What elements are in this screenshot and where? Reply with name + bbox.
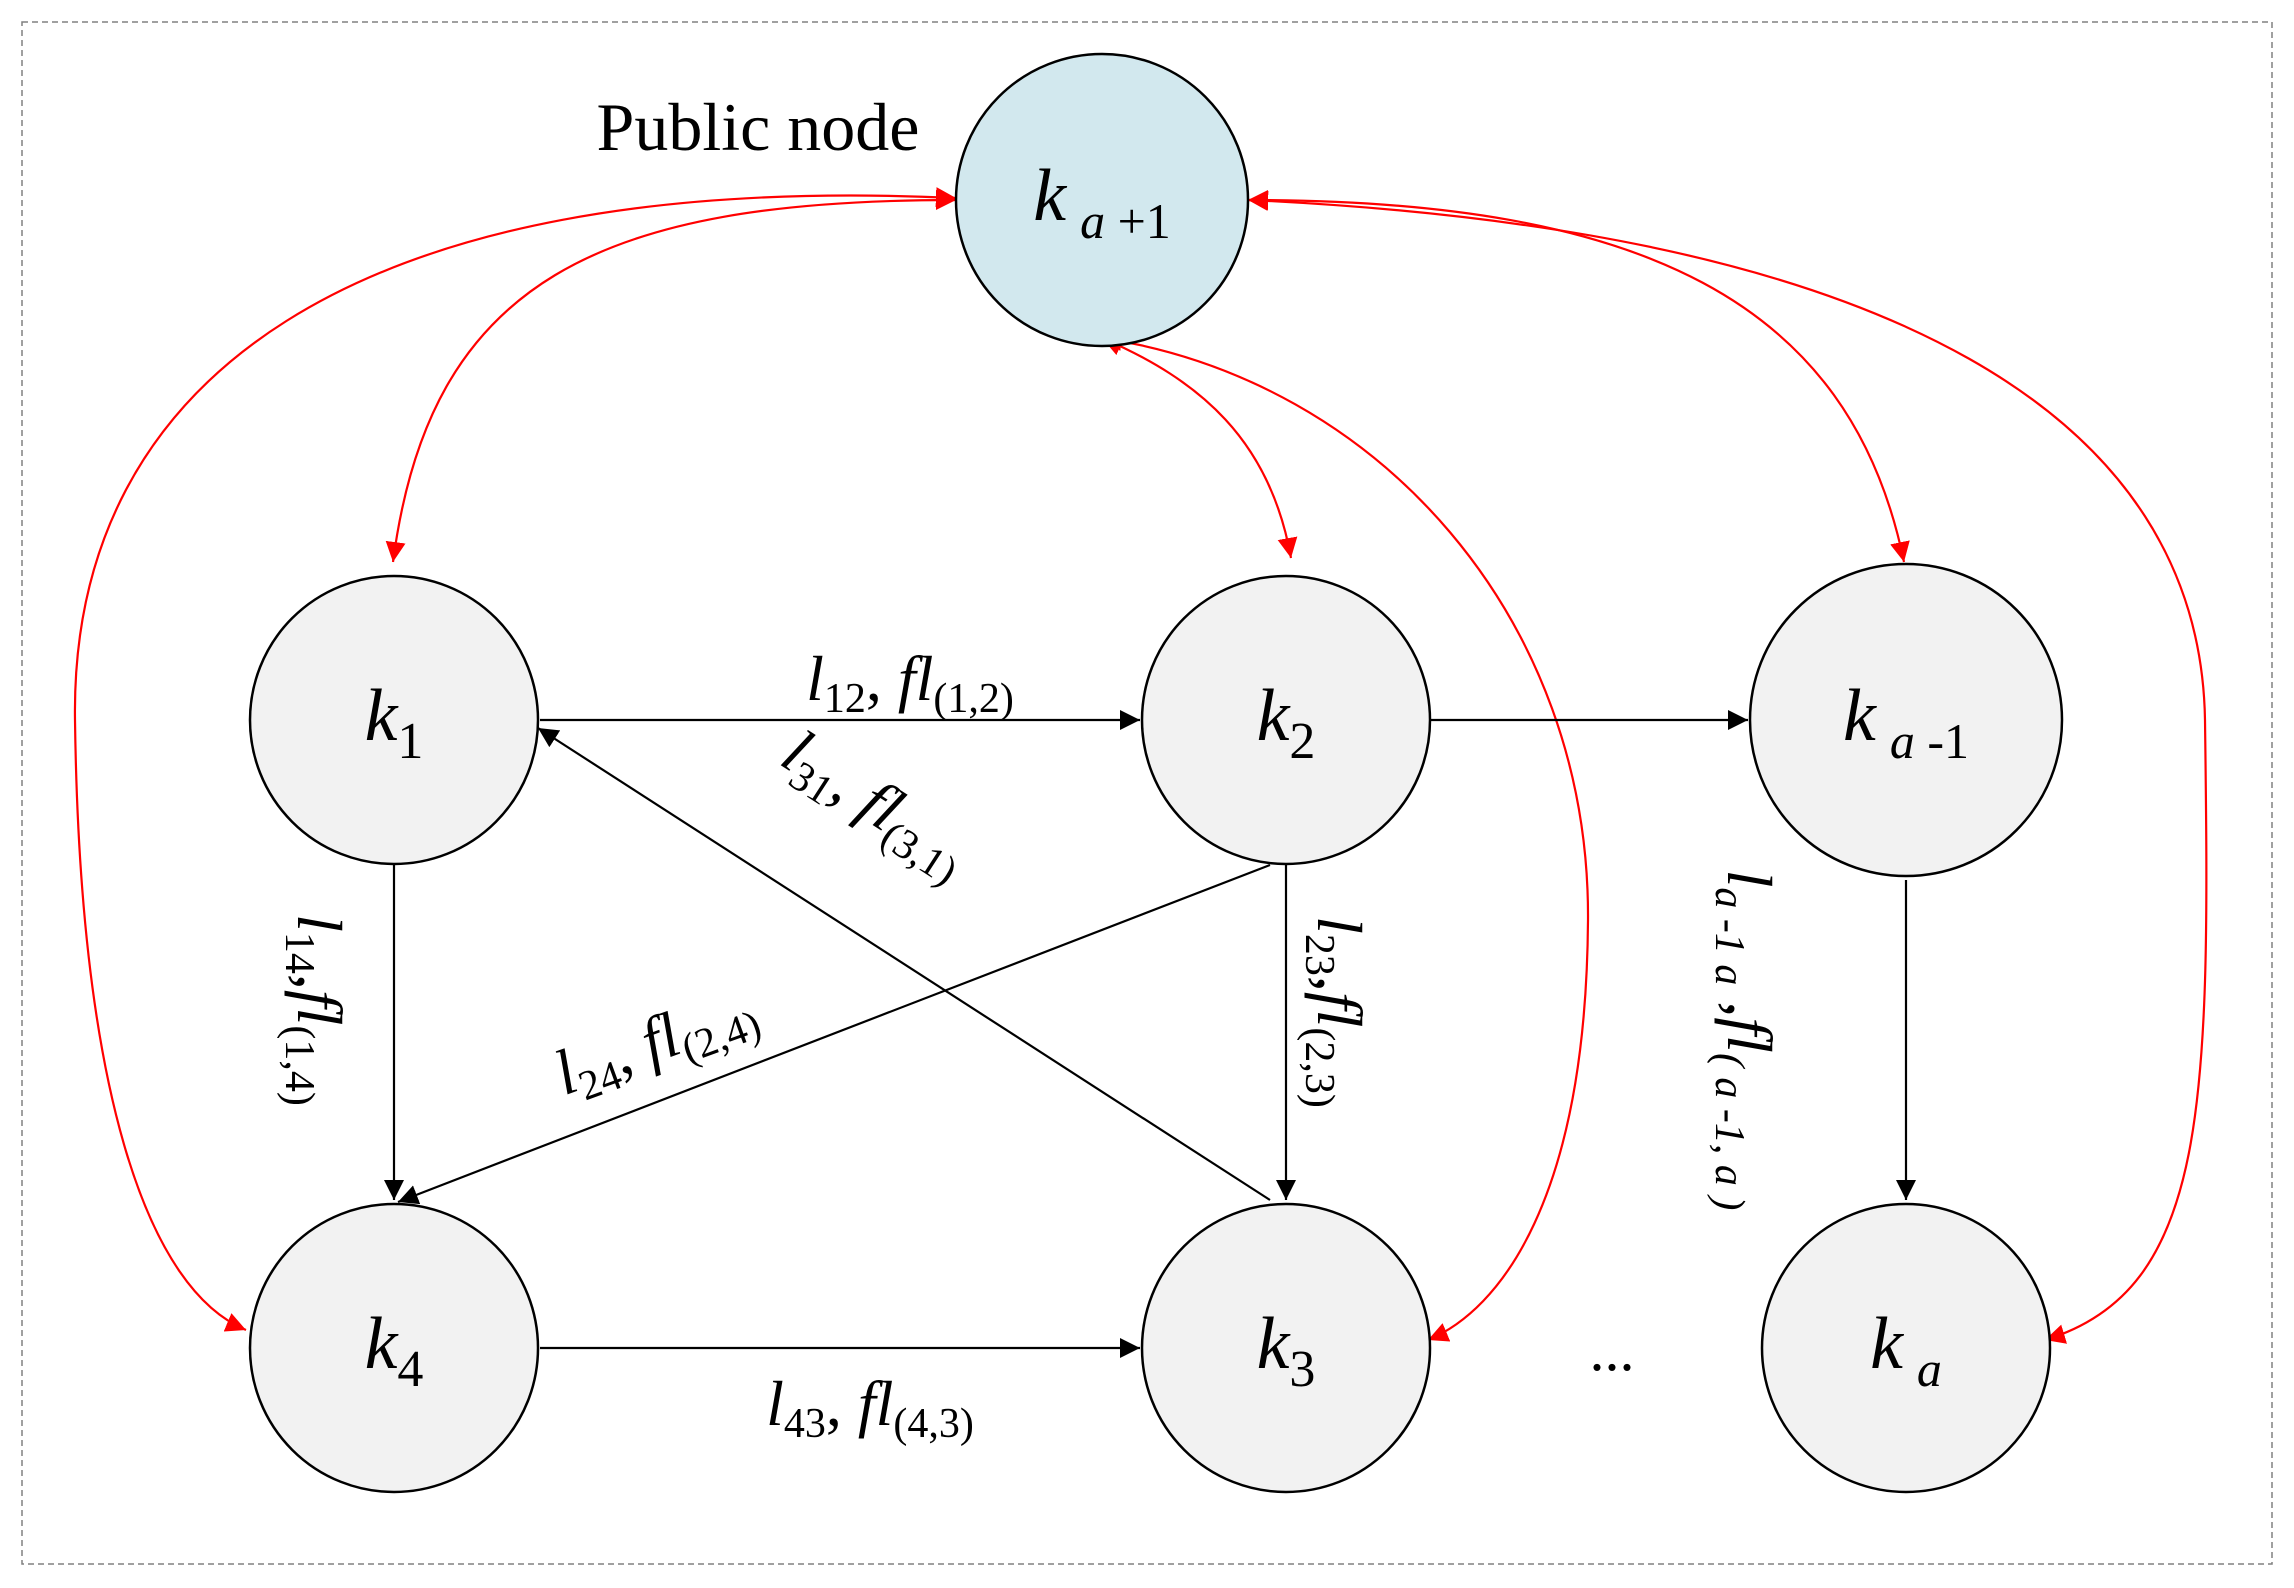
- node-k-a-sub-italic: a: [1917, 1341, 1942, 1397]
- node-k4: k4: [248, 1202, 540, 1494]
- node-k1-circle: [248, 574, 540, 866]
- node-k1: k1: [248, 574, 540, 866]
- node-k4-circle: [248, 1202, 540, 1494]
- edge-label-24: l24, fl(2,4): [545, 971, 767, 1116]
- node-k3: k3: [1140, 1202, 1432, 1494]
- node-public-sub-rest: +1: [1105, 193, 1171, 249]
- svg-text:k3: k3: [1257, 1303, 1316, 1398]
- node-k4-sub: 4: [397, 1341, 423, 1398]
- edge-label-12: l12, fl(1,2): [806, 643, 1014, 722]
- node-k-a-minus-1-base: k: [1843, 675, 1877, 757]
- node-k3-circle: [1140, 1202, 1432, 1494]
- svg-text:ka -1: ka -1: [1843, 675, 1969, 769]
- svg-text:k4: k4: [365, 1303, 424, 1398]
- node-public-base: k: [1033, 155, 1067, 237]
- link-edges: [384, 710, 1916, 1358]
- red-edge-public-ka: [1247, 190, 2208, 1344]
- edge-label-23: l23,fl(2,3): [1296, 916, 1375, 1108]
- node-k2: k2: [1140, 574, 1432, 866]
- diagram-border: [21, 21, 2273, 1565]
- red-edge-public-ka-minus-1: [1247, 190, 1910, 563]
- edge-label-43: l43, fl(4,3): [766, 1368, 974, 1447]
- svg-text:k1: k1: [365, 675, 424, 770]
- node-k2-circle: [1140, 574, 1432, 866]
- node-k3-sub: 3: [1289, 1341, 1315, 1398]
- node-public-circle: [954, 52, 1250, 348]
- node-k-a-minus-1-sub-italic: a: [1890, 713, 1915, 769]
- public-node-label: Public node: [597, 89, 920, 165]
- node-k-a-base: k: [1870, 1303, 1904, 1385]
- edge-label-31: l31, fl(3,1): [766, 716, 983, 895]
- edge-k3-k1: [537, 727, 1271, 1201]
- edge-k2-k4: [397, 863, 1271, 1205]
- node-k-a-minus-1-circle: [1748, 562, 2064, 878]
- edge-label-a: la -1 a ,fl( a -1, a ): [1706, 870, 1785, 1211]
- node-k-a-circle: [1760, 1202, 2052, 1494]
- node-k3-base: k: [1257, 1303, 1291, 1385]
- node-k4-base: k: [365, 1303, 399, 1385]
- svg-text:ka +1: ka +1: [1033, 155, 1171, 249]
- red-edge-public-k2: [1101, 336, 1298, 559]
- ellipsis: ...: [1590, 1317, 1635, 1383]
- node-k1-base: k: [365, 675, 399, 757]
- public-node-edges: [73, 187, 2208, 1344]
- node-k1-sub: 1: [397, 713, 423, 770]
- node-k2-sub: 2: [1289, 713, 1315, 770]
- red-edge-public-k4: [73, 187, 957, 1332]
- node-k-a-minus-1-sub-rest: -1: [1915, 713, 1969, 769]
- svg-text:ka: ka: [1870, 1303, 1942, 1397]
- red-edge-public-k1: [385, 190, 957, 563]
- edge-label-14: l14,fl(1,4): [276, 914, 355, 1106]
- svg-text:k2: k2: [1257, 675, 1316, 770]
- node-k2-base: k: [1257, 675, 1291, 757]
- node-public-sub-italic: a: [1080, 193, 1105, 249]
